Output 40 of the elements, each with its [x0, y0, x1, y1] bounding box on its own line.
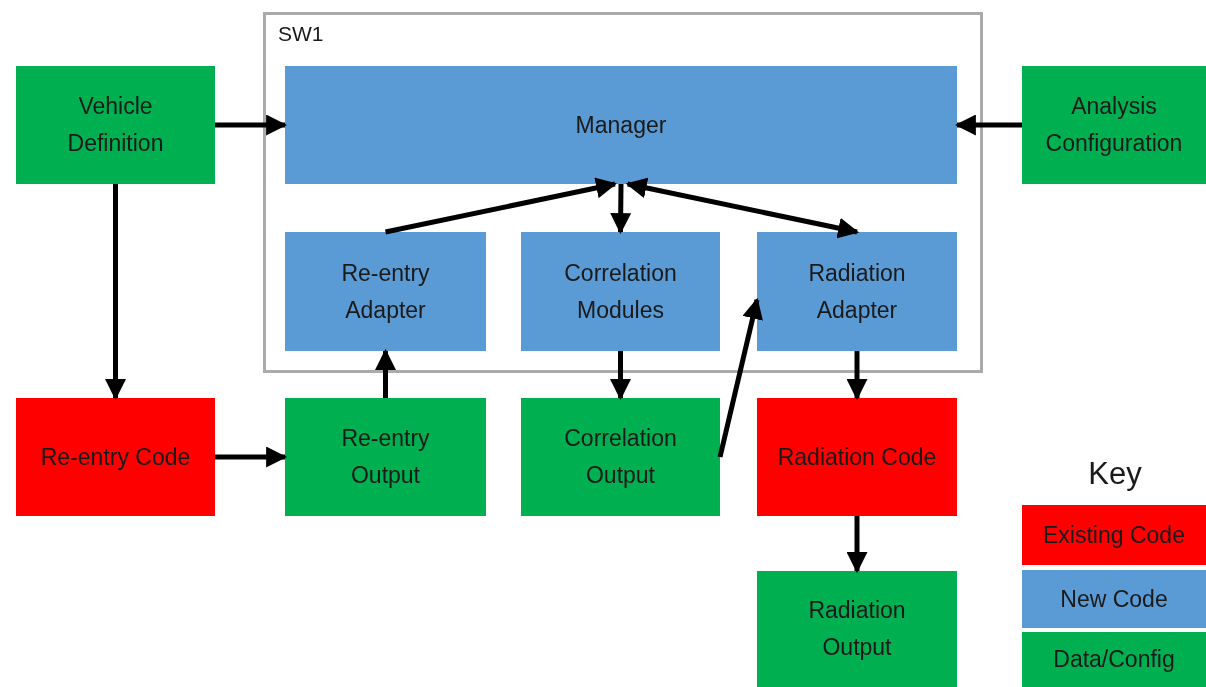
- box-label: Radiation Adapter: [807, 258, 907, 325]
- box-label: Radiation Output: [807, 596, 907, 662]
- arrow: [625, 177, 860, 239]
- box-label: Analysis Configuration: [1044, 92, 1184, 158]
- legend-swatch: New Code: [1022, 570, 1206, 628]
- existing-code-box: [757, 398, 957, 516]
- box-label: Vehicle Definition: [66, 92, 165, 158]
- data-box: [521, 398, 720, 516]
- box-label: Correlation Modules: [563, 258, 678, 325]
- new-code-box: [757, 232, 957, 351]
- data-box: [285, 398, 486, 516]
- arrow: [375, 348, 396, 398]
- arrow: [610, 183, 632, 235]
- box-label: Re-entry Output: [340, 424, 431, 490]
- existing-code-box: [16, 398, 215, 516]
- new-code-box: [285, 66, 957, 184]
- arrow: [385, 177, 617, 235]
- legend-swatch: Existing Code: [1022, 505, 1206, 565]
- arrow: [717, 297, 763, 458]
- arrow: [215, 114, 288, 136]
- legend-title: Key: [1087, 456, 1143, 492]
- data-box: [1022, 66, 1206, 184]
- container-title: SW1: [278, 21, 324, 47]
- arrow: [846, 351, 868, 401]
- box-label: Manager: [574, 110, 668, 140]
- arrow: [610, 351, 631, 401]
- arrow: [215, 446, 288, 468]
- box-label: Re-entry Code: [39, 442, 192, 472]
- legend-swatch: Data/Config: [1022, 632, 1206, 687]
- arrow: [105, 184, 126, 401]
- box-label: Re-entry Adapter: [340, 258, 431, 325]
- box-label: Radiation Code: [776, 442, 938, 472]
- new-code-box: [285, 232, 486, 351]
- data-box: [16, 66, 215, 184]
- data-box: [757, 571, 957, 687]
- new-code-box: [521, 232, 720, 351]
- arrow: [846, 516, 868, 574]
- container-box: [263, 12, 983, 373]
- arrow: [954, 114, 1022, 136]
- box-label: Correlation Output: [563, 424, 678, 490]
